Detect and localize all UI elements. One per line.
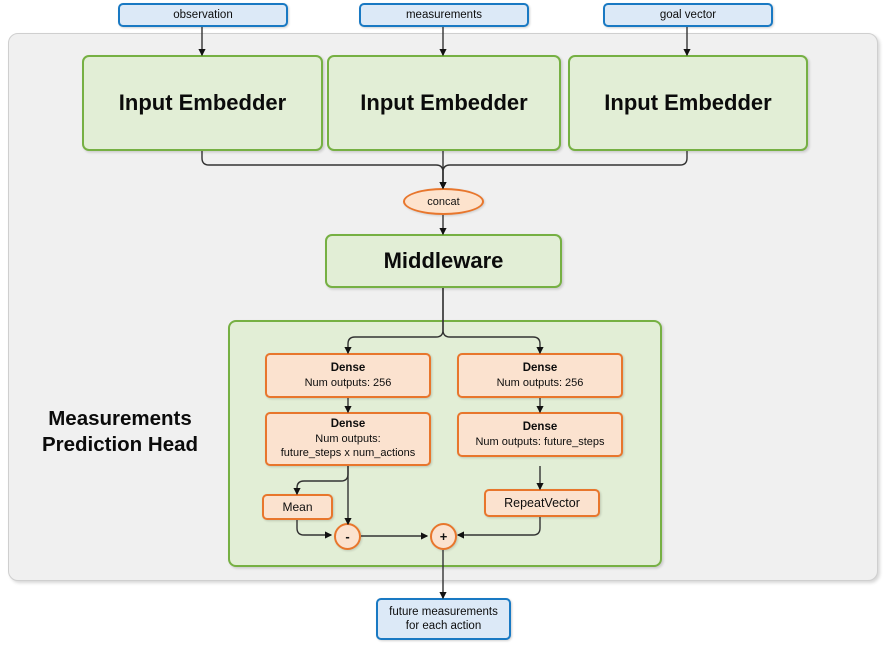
input-embedder-label: Input Embedder [604, 90, 772, 115]
subtract-operator-label: - [345, 529, 350, 544]
repeat-vector-label: RepeatVector [504, 495, 580, 510]
concat-node[interactable]: concat [403, 188, 484, 215]
dense-left-2[interactable]: Dense Num outputs: future_steps x num_ac… [265, 412, 431, 466]
measurements-prediction-head-label: Measurements Prediction Head [14, 406, 226, 458]
middleware-node[interactable]: Middleware [325, 234, 562, 288]
input-embedder-goal-vector[interactable]: Input Embedder [568, 55, 808, 151]
add-operator-node[interactable]: + [430, 523, 457, 550]
head-label-line1: Measurements [48, 407, 192, 430]
input-box-goal-vector[interactable]: goal vector [603, 3, 773, 27]
dense-left-1-line1: Num outputs: 256 [304, 376, 392, 389]
input-label-measurements: measurements [405, 9, 483, 21]
input-embedder-observation[interactable]: Input Embedder [82, 55, 323, 151]
middleware-label: Middleware [383, 248, 504, 273]
output-box-future-measurements[interactable]: future measurements for each action [376, 598, 511, 640]
dense-left-2-line2: future_steps x num_actions [280, 447, 416, 460]
mean-node[interactable]: Mean [262, 494, 333, 520]
dense-left-1-title: Dense [330, 362, 366, 374]
input-label-goal-vector: goal vector [659, 9, 717, 21]
input-embedder-label: Input Embedder [118, 90, 287, 115]
repeat-vector-node[interactable]: RepeatVector [484, 489, 600, 517]
dense-right-1[interactable]: Dense Num outputs: 256 [457, 353, 623, 398]
input-label-observation: observation [173, 9, 233, 21]
input-embedder-measurements[interactable]: Input Embedder [327, 55, 561, 151]
input-embedder-label: Input Embedder [360, 90, 528, 115]
input-box-observation[interactable]: observation [118, 3, 288, 27]
dense-left-2-line1: Num outputs: [315, 432, 381, 445]
output-label-line2: for each action [405, 620, 482, 632]
dense-right-1-line1: Num outputs: 256 [496, 376, 584, 389]
dense-right-2-title: Dense [522, 421, 558, 433]
input-box-measurements[interactable]: measurements [359, 3, 529, 27]
add-operator-label: + [439, 529, 448, 544]
subtract-operator-node[interactable]: - [334, 523, 361, 550]
dense-right-1-title: Dense [522, 362, 558, 374]
output-label-line1: future measurements [389, 606, 498, 618]
dense-left-2-title: Dense [330, 418, 366, 431]
head-label-line2: Prediction Head [41, 433, 199, 456]
dense-right-2-line1: Num outputs: future_steps [475, 435, 605, 448]
dense-right-2[interactable]: Dense Num outputs: future_steps [457, 412, 623, 457]
mean-label: Mean [282, 499, 313, 514]
dense-left-1[interactable]: Dense Num outputs: 256 [265, 353, 431, 398]
concat-label: concat [427, 195, 460, 208]
